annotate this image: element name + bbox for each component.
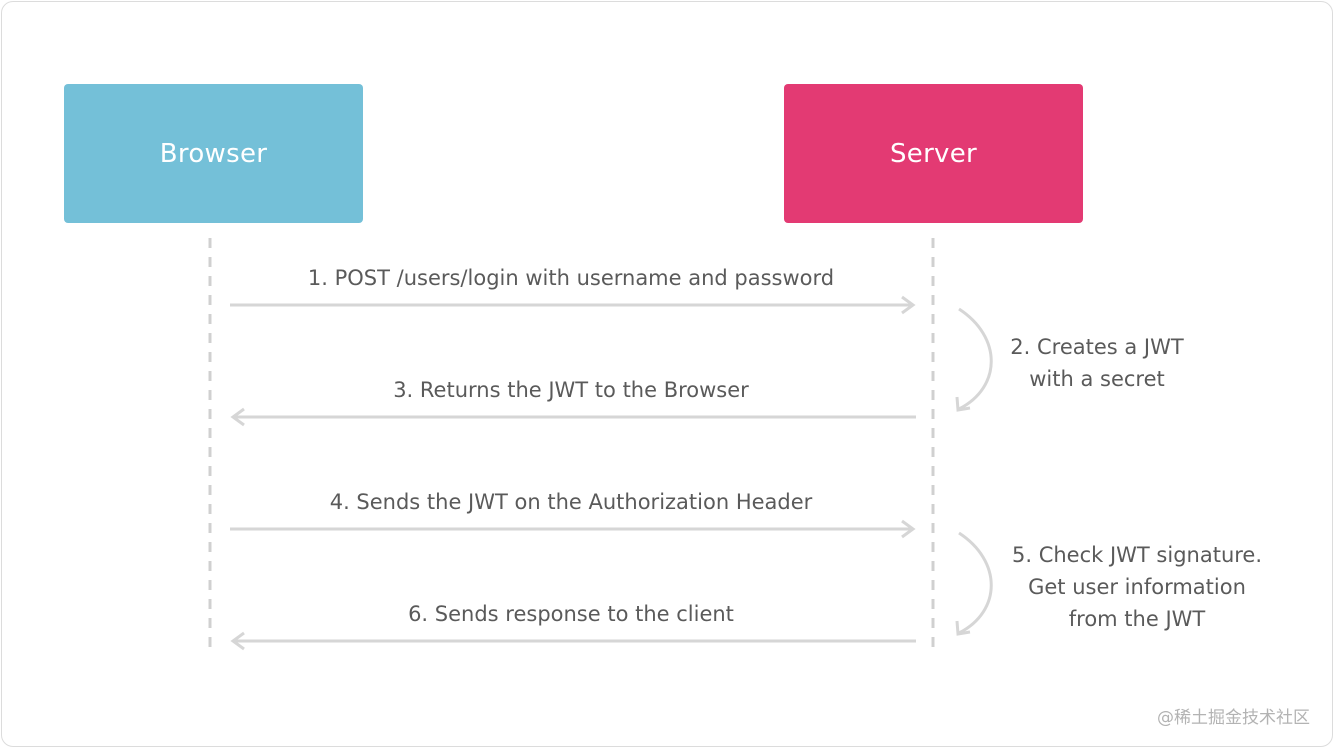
note-step-2-line-2: with a secret <box>1029 367 1165 391</box>
browser-actor-box: Browser <box>64 84 363 223</box>
note-step-2-line-1: 2. Creates a JWT <box>1010 335 1184 359</box>
arrow-message-3 <box>230 407 916 427</box>
watermark: @稀土掘金技术社区 <box>1157 708 1310 728</box>
message-label-4: 4. Sends the JWT on the Authorization He… <box>329 490 813 514</box>
self-arrow-step-5 <box>955 531 993 636</box>
message-label-6: 6. Sends response to the client <box>408 602 734 626</box>
note-step-2: 2. Creates a JWT with a secret <box>1010 331 1183 395</box>
server-actor-label: Server <box>889 138 978 169</box>
note-step-5-line-1: 5. Check JWT signature. <box>1011 543 1263 567</box>
self-arrow-step-2 <box>955 307 993 412</box>
arrow-message-1 <box>230 295 916 315</box>
note-step-5: 5. Check JWT signature. Get user informa… <box>1012 539 1262 635</box>
server-actor-box: Server <box>784 84 1083 223</box>
browser-actor-label: Browser <box>159 138 268 169</box>
note-step-5-line-3: from the JWT <box>1068 607 1206 631</box>
message-label-1: 1. POST /users/login with username and p… <box>307 266 835 290</box>
message-label-3: 3. Returns the JWT to the Browser <box>393 378 749 402</box>
note-step-5-line-2: Get user information <box>1028 575 1246 599</box>
arrow-message-4 <box>230 519 916 539</box>
arrow-message-6 <box>230 631 916 651</box>
